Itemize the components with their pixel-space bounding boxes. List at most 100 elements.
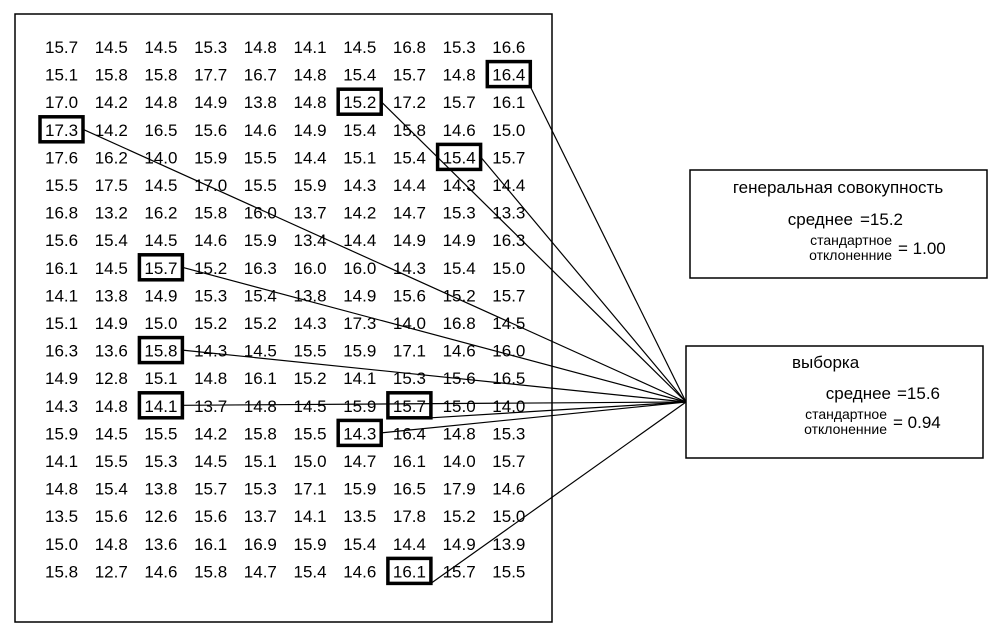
- sample-sd-label-line2: отклоненние: [804, 421, 887, 437]
- grid-value: 15.7: [393, 66, 426, 85]
- grid-value: 15.8: [45, 562, 78, 581]
- grid-value: 13.2: [95, 204, 128, 223]
- grid-value: 15.3: [393, 369, 426, 388]
- sample-connector-line: [82, 128, 687, 403]
- grid-value: 14.3: [45, 397, 78, 416]
- grid-value: 16.1: [393, 562, 426, 581]
- sample-connector-line: [529, 86, 687, 403]
- sample-connector-line: [430, 401, 687, 584]
- grid-value: 14.2: [194, 424, 227, 443]
- population-sd-label-line2: отклоненние: [809, 247, 892, 263]
- grid-value: 14.8: [244, 38, 277, 57]
- grid-value: 15.0: [492, 259, 525, 278]
- grid-value: 14.4: [343, 231, 376, 250]
- grid-value: 13.3: [492, 204, 525, 223]
- grid-value: 15.0: [492, 507, 525, 526]
- grid-value: 12.8: [95, 369, 128, 388]
- grid-value: 14.5: [95, 259, 128, 278]
- grid-value: 14.3: [294, 314, 327, 333]
- grid-value: 15.9: [343, 397, 376, 416]
- grid-value: 14.7: [244, 562, 277, 581]
- grid-value: 15.9: [194, 148, 227, 167]
- sample-connector-line: [182, 266, 687, 403]
- grid-value: 17.1: [294, 480, 327, 499]
- grid-value: 14.5: [144, 176, 177, 195]
- grid-value: 15.2: [194, 259, 227, 278]
- grid-value: 14.7: [343, 452, 376, 471]
- grid-value: 14.0: [443, 452, 476, 471]
- grid-value: 14.8: [294, 93, 327, 112]
- grid-value: 14.8: [194, 369, 227, 388]
- grid-value: 13.6: [95, 342, 128, 361]
- grid-value: 15.9: [343, 342, 376, 361]
- population-sd-value: = 1.00: [898, 239, 946, 258]
- grid-value: 14.3: [393, 259, 426, 278]
- sampled-value-box: [485, 59, 533, 89]
- grid-value: 15.4: [343, 66, 376, 85]
- grid-value: 15.7: [393, 397, 426, 416]
- grid-value: 14.5: [144, 231, 177, 250]
- grid-value: 16.8: [443, 314, 476, 333]
- grid-value: 14.1: [343, 369, 376, 388]
- sample-mean-value: =15.6: [897, 384, 940, 403]
- grid-value: 14.8: [244, 397, 277, 416]
- sampled-value-box: [137, 391, 185, 420]
- grid-value: 17.7: [194, 66, 227, 85]
- grid-value: 15.2: [343, 93, 376, 112]
- grid-value: 15.8: [144, 342, 177, 361]
- grid-value: 17.3: [343, 314, 376, 333]
- grid-value: 15.4: [95, 231, 128, 250]
- grid-value: 14.4: [393, 176, 426, 195]
- grid-value: 14.3: [343, 176, 376, 195]
- grid-value: 13.8: [244, 93, 277, 112]
- sampled-value-box: [137, 253, 185, 282]
- grid-value: 14.0: [492, 397, 525, 416]
- grid-value: 15.9: [45, 424, 78, 443]
- grid-value: 16.0: [492, 342, 525, 361]
- grid-value: 16.7: [244, 66, 277, 85]
- grid-value: 16.9: [244, 535, 277, 554]
- grid-value: 14.0: [393, 314, 426, 333]
- grid-value: 15.8: [393, 121, 426, 140]
- grid-value: 14.1: [45, 286, 78, 305]
- grid-value: 15.4: [343, 535, 376, 554]
- sampled-value-box: [38, 115, 85, 144]
- grid-value: 15.9: [294, 176, 327, 195]
- sampled-value-box: [435, 142, 483, 172]
- grid-value: 13.8: [144, 480, 177, 499]
- sample-panel-title: выборка: [792, 353, 860, 372]
- grid-value: 13.8: [294, 286, 327, 305]
- grid-value: 13.7: [294, 204, 327, 223]
- grid-value: 15.7: [45, 38, 78, 57]
- grid-value: 14.2: [343, 204, 376, 223]
- population-grid-frame: [14, 13, 553, 623]
- grid-value: 16.5: [144, 121, 177, 140]
- grid-value: 16.0: [244, 204, 277, 223]
- grid-value: 14.5: [492, 314, 525, 333]
- grid-value: 14.9: [443, 535, 476, 554]
- grid-value: 15.0: [144, 314, 177, 333]
- grid-value: 15.7: [194, 480, 227, 499]
- grid-value: 16.2: [95, 148, 128, 167]
- grid-value: 16.8: [393, 38, 426, 57]
- grid-value: 13.9: [492, 535, 525, 554]
- grid-value: 15.6: [95, 507, 128, 526]
- grid-value: 15.3: [443, 38, 476, 57]
- grid-value: 16.1: [492, 93, 525, 112]
- grid-value: 15.7: [492, 148, 525, 167]
- grid-value: 14.2: [95, 121, 128, 140]
- grid-value: 15.5: [492, 562, 525, 581]
- grid-value: 16.3: [45, 342, 78, 361]
- grid-value: 15.5: [244, 176, 277, 195]
- grid-value: 14.1: [294, 507, 327, 526]
- sample-panel: выборка среднее =15.6 стандартное отклон…: [685, 345, 984, 459]
- grid-value: 14.9: [343, 286, 376, 305]
- grid-value: 14.4: [492, 176, 525, 195]
- sampled-value-box: [336, 418, 383, 448]
- sample-connector-lines: [82, 86, 687, 584]
- sampled-value-box: [336, 87, 383, 116]
- grid-value: 14.6: [443, 121, 476, 140]
- grid-value: 15.6: [194, 121, 227, 140]
- sample-connector-line: [182, 349, 687, 403]
- grid-value: 14.4: [393, 535, 426, 554]
